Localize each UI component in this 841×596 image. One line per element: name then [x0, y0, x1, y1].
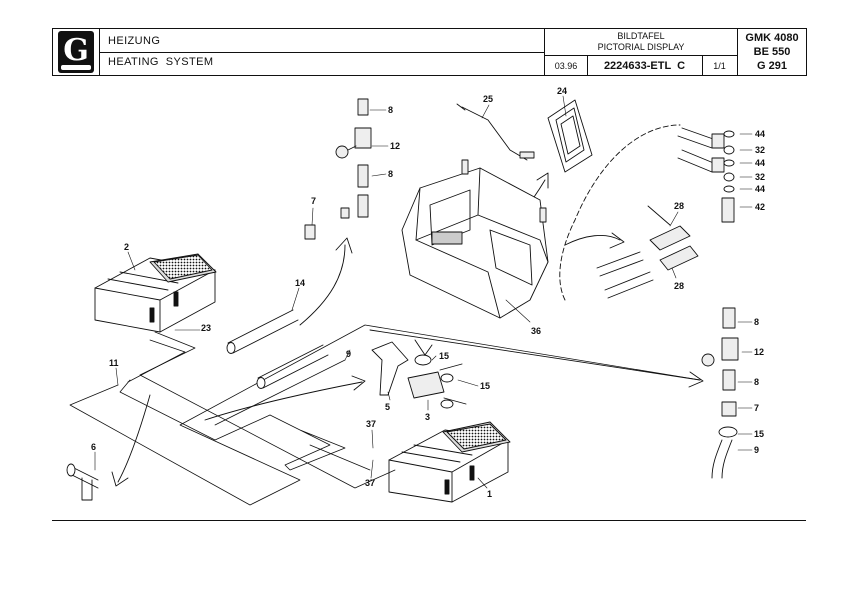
callout-25: 25: [483, 94, 493, 104]
date-divider: [587, 55, 588, 75]
title-block: HEIZUNG HEATING SYSTEM BILDTAFEL PICTORI…: [52, 28, 807, 76]
callout-44-a: 44: [755, 129, 765, 139]
callout-32-b: 32: [755, 172, 765, 182]
title-german: HEIZUNG: [108, 35, 161, 47]
logo-letter: G: [63, 33, 89, 68]
callout-3: 3: [425, 412, 430, 422]
display-cell: BILDTAFEL PICTORIAL DISPLAY 03.96 222463…: [544, 29, 738, 75]
hose-loop: [69, 324, 701, 506]
callout-42: 42: [755, 202, 765, 212]
page-divider: [702, 55, 703, 75]
callout-36: 36: [531, 326, 541, 336]
callout-32-a: 32: [755, 145, 765, 155]
callout-28-top: 28: [674, 201, 684, 211]
bottom-rule: [52, 520, 806, 521]
model-label: GMK 4080: [745, 32, 799, 44]
control-rod: [456, 103, 535, 161]
leader-lines: [94, 95, 753, 489]
group-label: G 291: [757, 60, 787, 72]
callout-23: 23: [201, 323, 211, 333]
callout-8-top: 8: [388, 105, 393, 115]
callout-6: 6: [91, 442, 96, 452]
callout-15-right: 15: [754, 429, 764, 439]
callout-labels: 8 12 8 7 25 24 44 32 44 32 44 42 28 28 2…: [91, 86, 765, 499]
callout-12-right: 12: [754, 347, 764, 357]
callout-7-right: 7: [754, 403, 759, 413]
callout-14: 14: [295, 278, 305, 288]
callout-1: 1: [487, 489, 492, 499]
crane-cab: [401, 159, 549, 319]
valve-stack-right: [701, 307, 739, 479]
title-english: HEATING SYSTEM: [108, 56, 214, 68]
display-german: BILDTAFEL: [617, 31, 665, 41]
variant-label: BE 550: [753, 46, 791, 58]
bracket-valve: [371, 339, 467, 409]
date-label: 03.96: [554, 61, 578, 71]
callout-28-bottom: 28: [674, 281, 684, 291]
doc-number: 2224633-ETL C: [603, 60, 686, 72]
callout-37-upper: 37: [366, 419, 376, 429]
callout-8-mid: 8: [388, 169, 393, 179]
heater-unit-left: [94, 253, 217, 333]
display-english: PICTORIAL DISPLAY: [597, 42, 685, 52]
valve-stack-top: [304, 98, 372, 240]
callout-2: 2: [124, 242, 129, 252]
callout-8-right-b: 8: [754, 377, 759, 387]
callout-12-top: 12: [390, 141, 400, 151]
title-divider: [100, 52, 544, 53]
page-label: 1/1: [713, 61, 726, 71]
valve-block: [596, 205, 699, 299]
callout-9-center: 9: [346, 349, 351, 359]
display-divider: [545, 55, 737, 56]
heater-unit-right: [388, 421, 511, 503]
callout-44-c: 44: [755, 184, 765, 194]
callout-15-upper: 15: [439, 351, 449, 361]
callout-24: 24: [557, 86, 567, 96]
t-connector: [66, 463, 99, 501]
company-logo: G: [58, 31, 94, 73]
callout-44-b: 44: [755, 158, 765, 168]
hose-fittings-right: [677, 127, 735, 223]
pipes: [226, 309, 329, 389]
callout-9-right: 9: [754, 445, 759, 455]
callout-5: 5: [385, 402, 390, 412]
callout-37-lower: 37: [365, 478, 375, 488]
callout-8-right-a: 8: [754, 317, 759, 327]
grille-plate: [547, 99, 593, 173]
callout-11: 11: [109, 358, 119, 368]
callout-15-lower: 15: [480, 381, 490, 391]
logo-cell: [53, 29, 100, 75]
callout-7-top: 7: [311, 196, 316, 206]
